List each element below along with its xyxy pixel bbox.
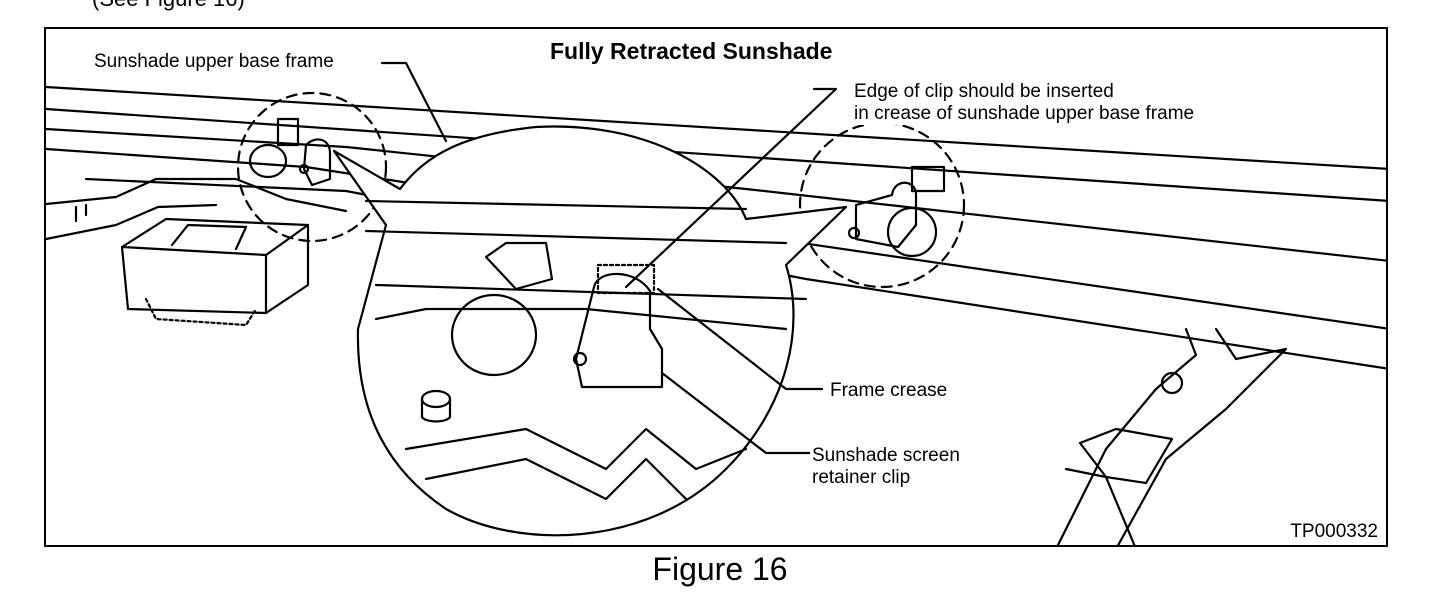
retainer-clip-label-line2: retainer clip	[812, 467, 911, 488]
clip-edge-note-line1: Edge of clip should be inserted	[854, 81, 1114, 102]
figure-caption: Figure 16	[652, 551, 788, 587]
left-block	[120, 217, 310, 315]
frame-crease-label: Frame crease	[828, 380, 950, 402]
retainer-clip-label: Sunshade screen retainer clip	[810, 445, 962, 489]
right-detail-circle	[798, 121, 966, 289]
header-cut-text: (See Figure 16)	[92, 0, 245, 12]
figure-code: TP000332	[1288, 521, 1380, 543]
diagram-title: Fully Retracted Sunshade	[550, 38, 833, 64]
diagram-frame: Fully Retracted Sunshade Sunshade upper …	[44, 27, 1388, 547]
clip-edge-note-line2: in crease of sunshade upper base frame	[854, 103, 1195, 124]
magnified-detail	[332, 125, 848, 537]
sunshade-illustration	[46, 61, 1386, 545]
left-detail-circle	[236, 91, 388, 243]
upper-base-frame-label: Sunshade upper base frame	[92, 51, 336, 73]
retainer-clip-label-line1: Sunshade screen	[812, 445, 960, 466]
frame-rail-top	[46, 85, 1386, 170]
clip-edge-note: Edge of clip should be inserted in creas…	[852, 81, 1197, 125]
frame-rail-2	[46, 107, 1386, 202]
